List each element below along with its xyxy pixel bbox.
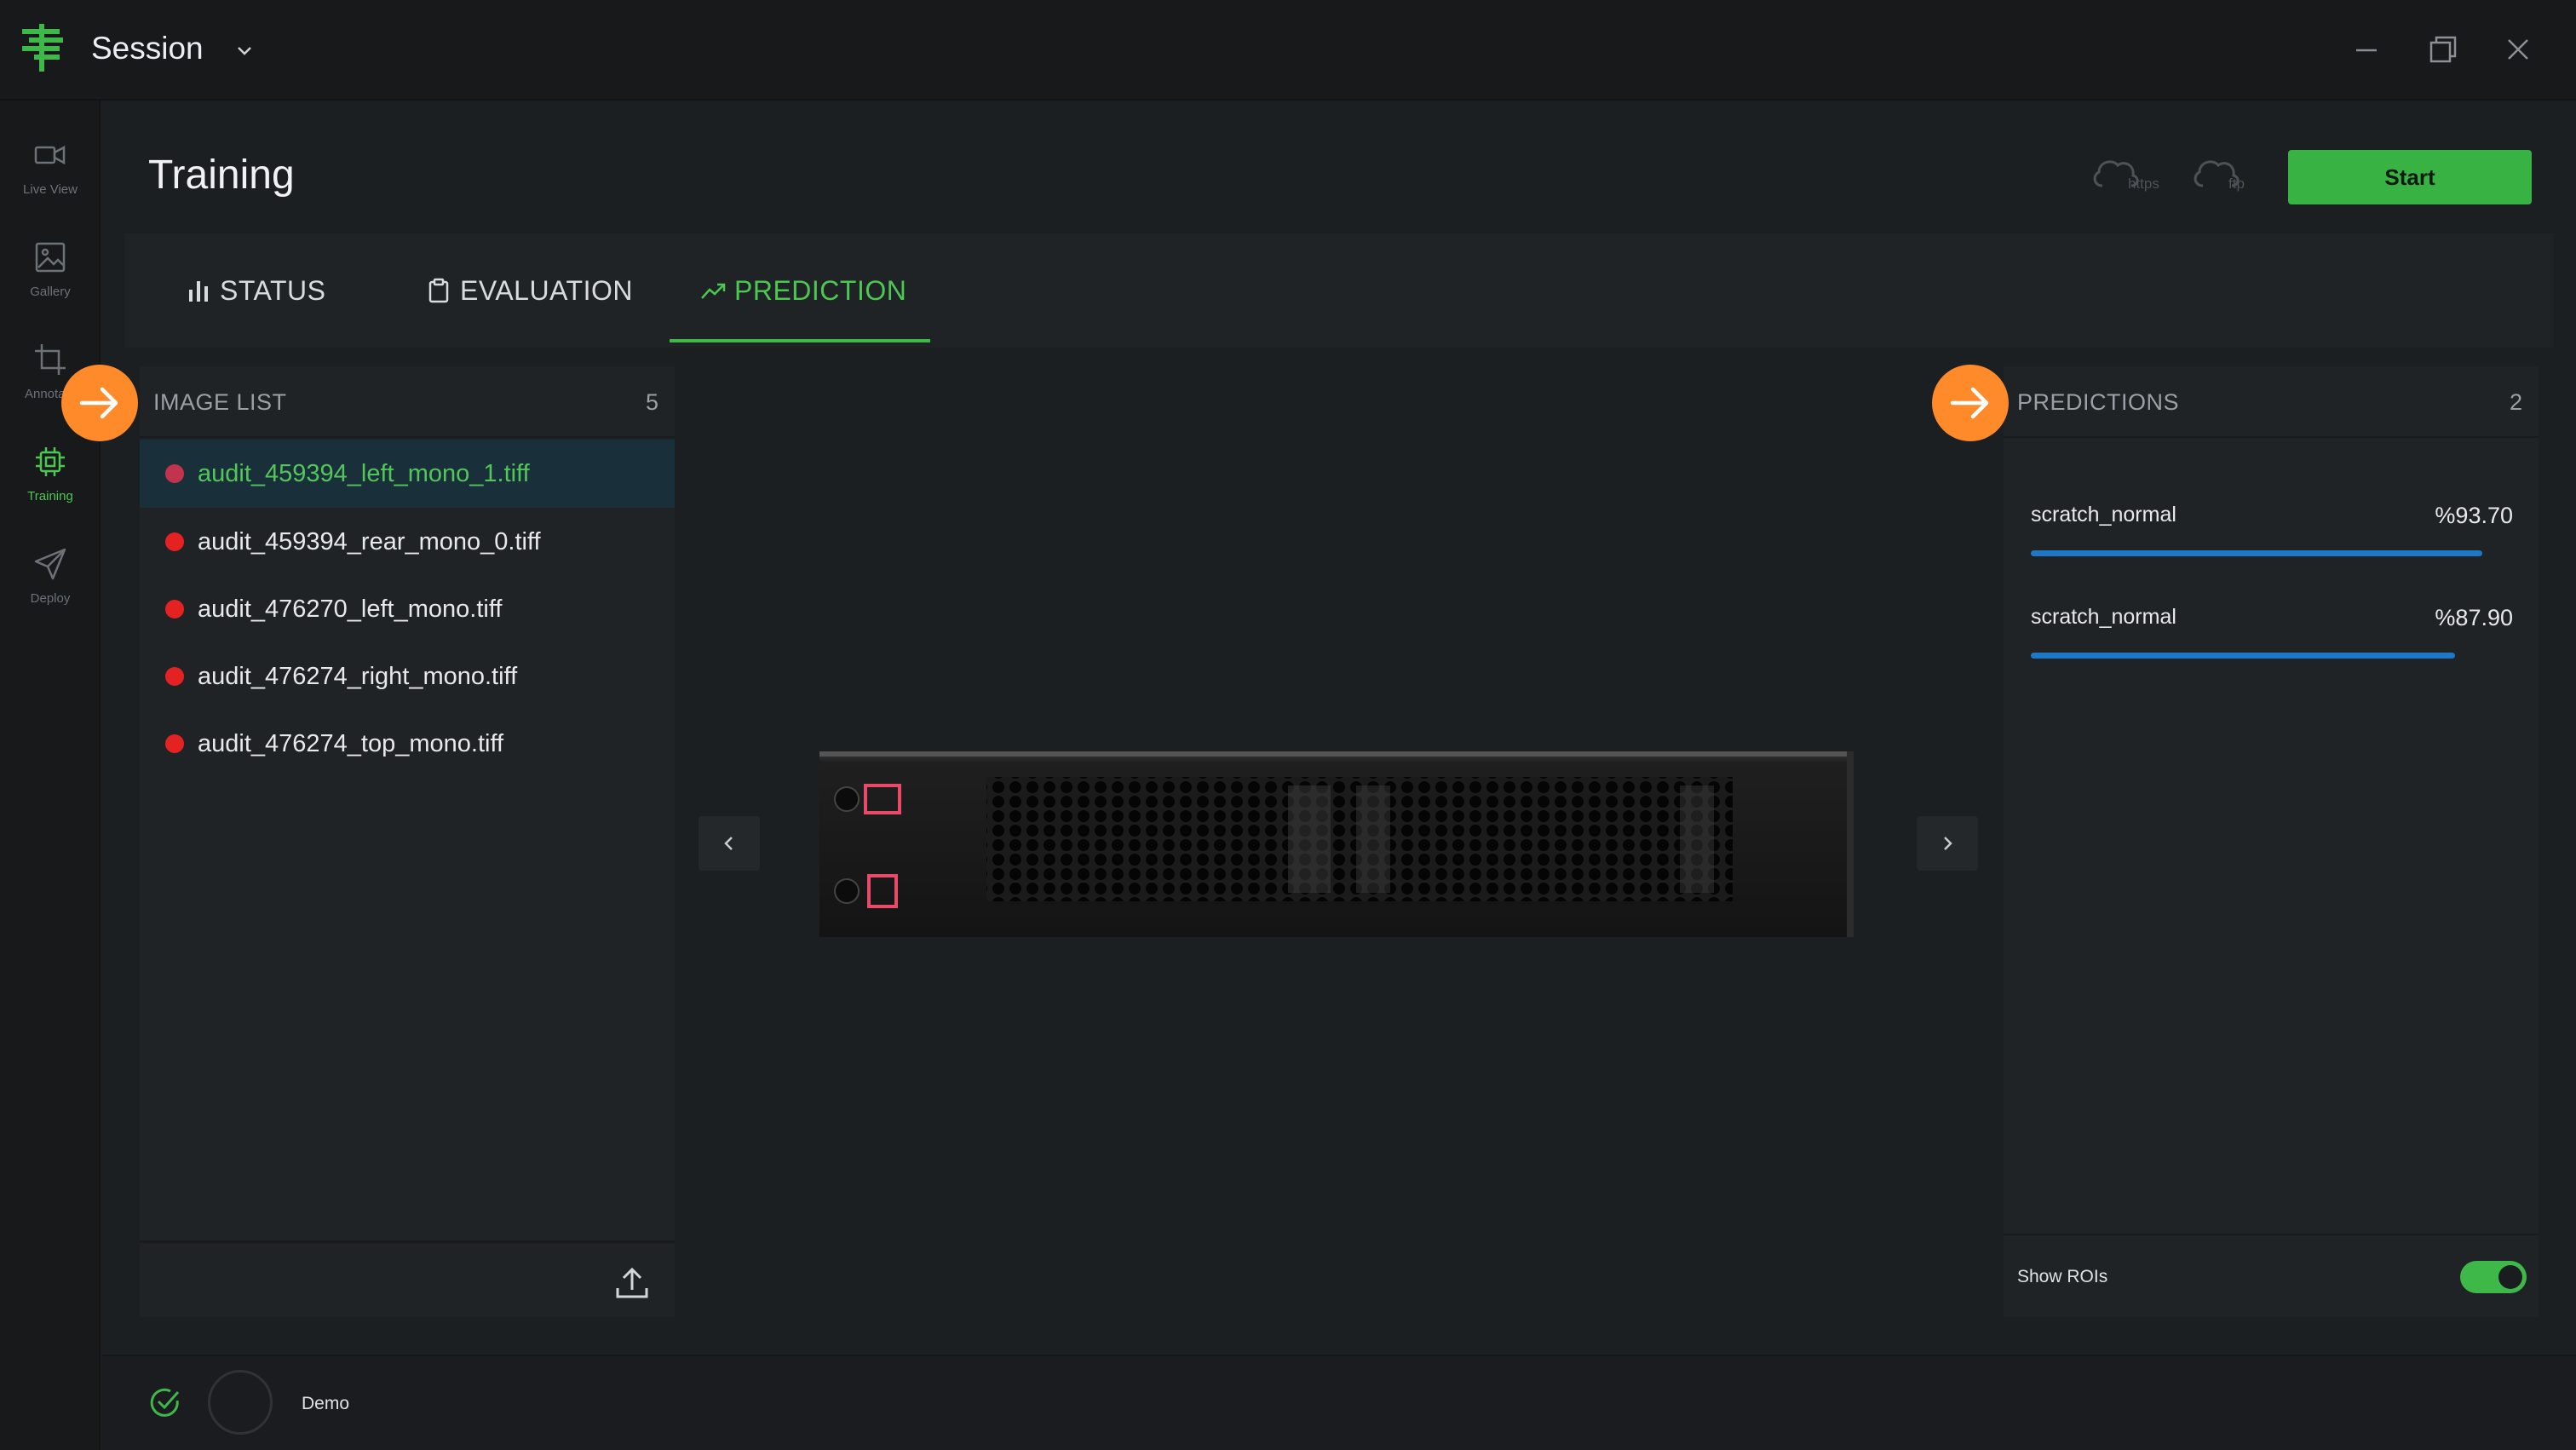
status-dot [165, 734, 184, 753]
prediction-label: scratch_normal [2031, 503, 2176, 526]
toggle-knob [2498, 1265, 2522, 1289]
divider [2004, 1234, 2539, 1235]
sidebar-item-live-view[interactable]: Live View [0, 119, 101, 213]
image-list-title: IMAGE LIST [153, 389, 287, 415]
sidebar-item-label: Training [27, 489, 73, 503]
minimize-icon[interactable] [2348, 31, 2385, 68]
show-rois-toggle[interactable] [2460, 1261, 2527, 1293]
prediction-item: scratch_normal %93.70 [2031, 503, 2513, 571]
status-dot [165, 532, 184, 551]
image-name: audit_459394_rear_mono_0.tiff [198, 527, 541, 555]
prediction-value: %87.90 [2435, 605, 2513, 630]
tab-evaluation[interactable]: EVALUATION [426, 233, 633, 348]
session-title[interactable]: Session [91, 31, 204, 66]
image-name: audit_476270_left_mono.tiff [198, 595, 503, 623]
restore-icon[interactable] [2424, 31, 2462, 68]
image-list-item[interactable]: audit_459394_left_mono_1.tiff [140, 440, 675, 508]
app-logo-icon [22, 24, 63, 72]
sidebar-item-label: Deploy [30, 591, 71, 606]
video-camera-icon [34, 145, 66, 165]
divider [2004, 436, 2539, 438]
predictions-panel [2004, 366, 2539, 1317]
tabs-bar: STATUS EVALUATION PREDICTION [124, 233, 2554, 348]
divider [140, 436, 675, 438]
chip-icon [36, 447, 65, 476]
tab-status[interactable]: STATUS [186, 233, 325, 348]
status-dot [165, 667, 184, 686]
prediction-label: scratch_normal [2031, 605, 2176, 629]
image-name: audit_476274_top_mono.tiff [198, 729, 504, 757]
cloud-https-label: https [2128, 175, 2159, 192]
page-title: Training [148, 152, 295, 198]
chevron-left-icon [724, 837, 733, 850]
cloud-ftp-button[interactable]: ftp [2191, 153, 2273, 198]
tour-hint-badge[interactable] [1932, 365, 2009, 441]
arrow-right-icon [1950, 387, 1989, 419]
cloud-https-button[interactable]: https [2090, 153, 2172, 198]
image-list-item[interactable]: audit_476274_right_mono.tiff [140, 642, 675, 711]
image-list-count: 5 [646, 389, 659, 415]
sidebar-item-deploy[interactable]: Deploy [0, 528, 101, 622]
trend-up-icon [701, 283, 726, 299]
arrow-right-icon [79, 387, 118, 419]
inspection-image[interactable] [819, 751, 1854, 937]
predictions-count: 2 [2510, 389, 2523, 415]
status-footer [102, 1355, 2576, 1450]
image-list-item[interactable]: audit_476270_left_mono.tiff [140, 575, 675, 643]
profile-label: Demo [302, 1394, 350, 1413]
prediction-bar [2031, 653, 2455, 659]
title-bar: Session [0, 0, 2576, 101]
sidebar-item-label: Live View [23, 182, 78, 197]
close-icon[interactable] [2499, 31, 2537, 68]
previous-image-button[interactable] [699, 816, 760, 871]
prediction-item: scratch_normal %87.90 [2031, 605, 2513, 673]
clipboard-icon [428, 278, 449, 303]
cloud-ftp-label: ftp [2228, 175, 2245, 192]
tab-label: PREDICTION [734, 274, 907, 306]
image-list-item[interactable]: audit_476274_top_mono.tiff [140, 710, 675, 778]
upload-icon[interactable] [613, 1264, 651, 1302]
image-list-footer [140, 1240, 675, 1317]
show-rois-label: Show ROIs [2017, 1267, 2108, 1286]
image-list-panel [140, 366, 675, 1242]
cloud-icon [2194, 160, 2240, 187]
sidebar-item-gallery[interactable]: Gallery [0, 222, 101, 315]
chevron-down-icon[interactable] [235, 41, 254, 60]
image-list-item[interactable]: audit_459394_rear_mono_0.tiff [140, 508, 675, 576]
tab-label: STATUS [220, 274, 326, 306]
sidebar-item-label: Gallery [30, 285, 71, 299]
crop-icon [35, 344, 66, 375]
image-name: audit_459394_left_mono_1.tiff [198, 459, 530, 487]
status-dot [165, 600, 184, 619]
image-icon [35, 242, 66, 273]
status-dot [165, 464, 184, 483]
prediction-bar [2031, 550, 2483, 556]
chevron-right-icon [1944, 837, 1952, 850]
tab-prediction[interactable]: PREDICTION [700, 233, 906, 348]
bar-chart-icon [189, 281, 208, 302]
start-button[interactable]: Start [2288, 150, 2532, 204]
sidebar: Live View Gallery Annotate Training Depl… [0, 101, 101, 1450]
avatar[interactable] [208, 1370, 273, 1435]
tab-label: EVALUATION [460, 274, 633, 306]
sidebar-item-training[interactable]: Training [0, 426, 101, 520]
cloud-icon [2093, 160, 2139, 187]
image-name: audit_476274_right_mono.tiff [198, 662, 518, 690]
next-image-button[interactable] [1917, 816, 1978, 871]
predictions-title: PREDICTIONS [2017, 389, 2180, 415]
check-circle-icon [150, 1388, 180, 1417]
send-icon [34, 548, 66, 580]
prediction-value: %93.70 [2435, 503, 2513, 528]
tour-hint-badge[interactable] [61, 365, 138, 441]
active-tab-indicator [670, 339, 930, 342]
